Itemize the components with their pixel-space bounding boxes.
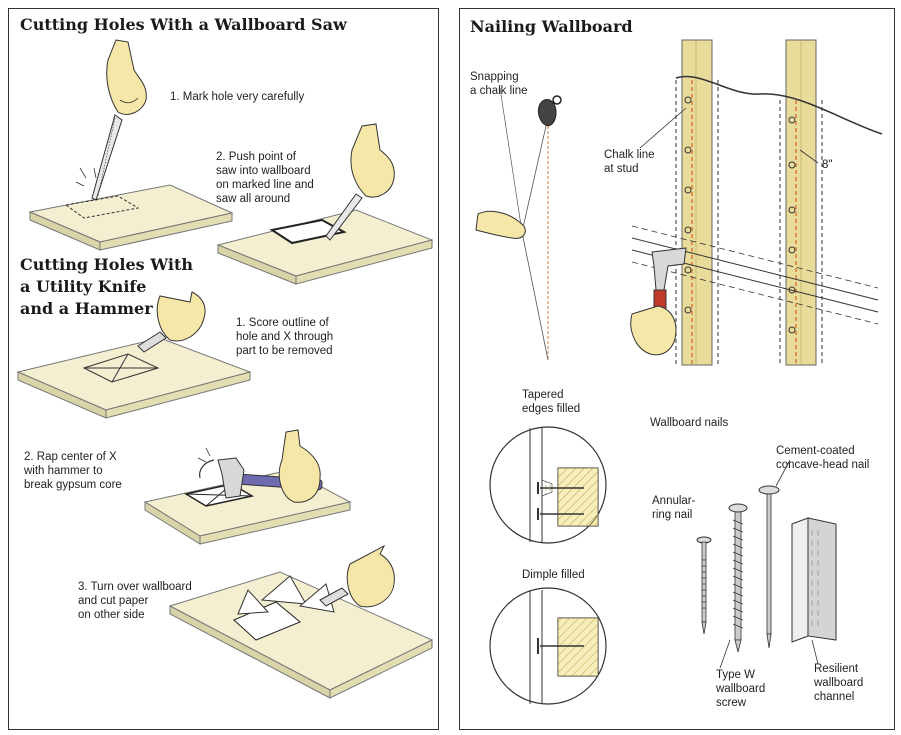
utility-knife (137, 291, 206, 353)
knife-step-1: 1. Score outline of hole and X through p… (236, 317, 334, 357)
saw-section-title: Cutting Holes With a Wallboard Saw (20, 15, 347, 34)
saw-board-2 (216, 209, 434, 285)
wallboard-saw-1 (75, 39, 147, 201)
channel-label: Resilient wallboard channel (814, 663, 864, 703)
type-w-screw (728, 503, 748, 653)
saw-step-1: 1. Mark hole very carefully (170, 91, 305, 103)
cement-coated-nail (758, 485, 780, 649)
turnover-board (168, 571, 434, 699)
nail-heads (684, 96, 796, 334)
resilient-channel (791, 517, 837, 643)
tapered-label: Tapered edges filled (522, 389, 581, 415)
wallboard-top-edge (675, 75, 883, 135)
spacing-label: 8" (822, 159, 833, 171)
screw-label: Type W wallboard screw (716, 669, 766, 709)
detail-dimple (489, 587, 607, 705)
claw-hammer (197, 429, 323, 503)
knife-section-title: Cutting Holes With a Utility Knife and a… (20, 255, 194, 318)
wallboard-saw-2 (325, 123, 395, 241)
annular-nail-label: Annular- ring nail (652, 495, 696, 521)
stud-left (675, 39, 719, 366)
cement-nail-label: Cement-coated concave-head nail (776, 445, 870, 471)
stud-right (779, 39, 823, 366)
chalk-line-reel (475, 87, 562, 361)
knife-board (16, 337, 252, 419)
annular-ring-nail (696, 536, 712, 635)
saw-board-1 (28, 184, 234, 251)
nailing-hammer (630, 247, 687, 356)
knife-step-2: 2. Rap center of X with hammer to break … (24, 451, 122, 491)
turnover-hand-knife (319, 544, 395, 608)
knife-step-3: 3. Turn over wallboard and cut paper on … (78, 581, 192, 621)
right-panel (459, 8, 895, 730)
chalk-stud-label: Chalk line at stud (604, 149, 655, 175)
saw-step-2: 2. Push point of saw into wallboard on m… (216, 151, 314, 205)
nails-heading: Wallboard nails (650, 417, 729, 429)
nailing-title: Nailing Wallboard (470, 17, 633, 36)
detail-tapered-edges (489, 426, 607, 544)
snapping-chalk-label: Snapping a chalk line (470, 71, 528, 97)
dimple-label: Dimple filled (522, 569, 585, 581)
